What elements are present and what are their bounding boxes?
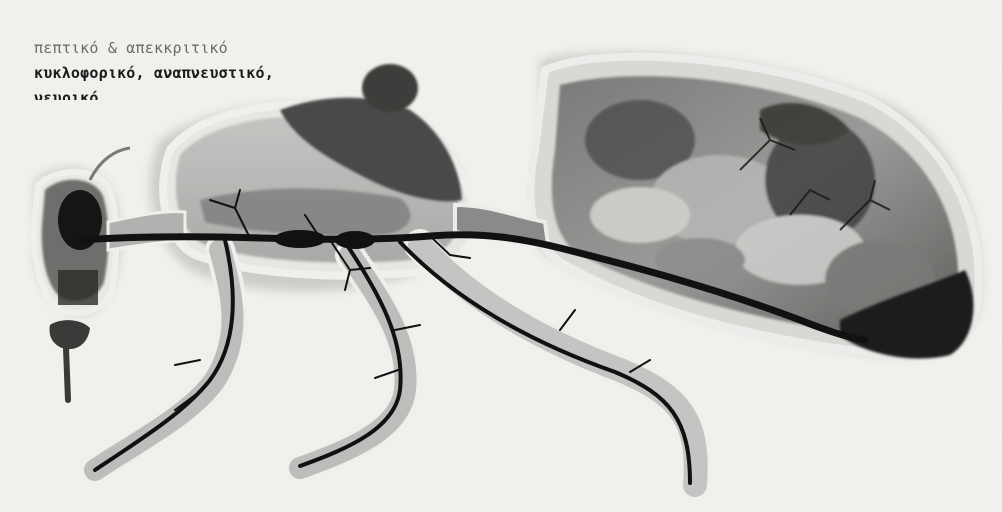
label-digestive-excretory: πεπτικό & απεκκριτικό bbox=[34, 36, 274, 61]
label-circulatory-respiratory: κυκλοφορικό, αναπνευστικό, bbox=[34, 61, 274, 86]
label-nervous: νευρικό bbox=[34, 86, 274, 100]
abdomen bbox=[530, 57, 978, 359]
system-labels: πεπτικό & απεκκριτικό κυκλοφορικό, αναπν… bbox=[34, 36, 274, 100]
head bbox=[34, 172, 117, 400]
